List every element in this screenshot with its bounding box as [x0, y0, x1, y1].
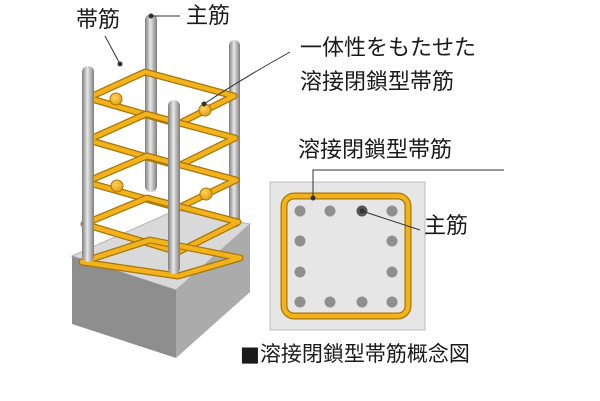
section-bar	[386, 296, 398, 308]
hoop-leader	[104, 35, 121, 65]
section-bar-leader	[361, 210, 421, 231]
weld-leader	[203, 51, 291, 105]
section-diagram	[269, 169, 504, 331]
weld-point	[199, 187, 213, 201]
caption: ■溶接閉鎖型帯筋概念図	[240, 344, 470, 365]
hoop	[79, 237, 243, 279]
section-bar	[294, 205, 306, 217]
weld-point	[110, 179, 124, 193]
section-bar	[294, 266, 306, 278]
unified-hoop-label-line1: 一体性をもたせた	[300, 36, 477, 61]
section-bar	[294, 296, 306, 308]
weld-point	[109, 92, 123, 106]
section-main-bar-label: 主筋	[424, 214, 469, 239]
main-bar	[82, 66, 94, 262]
section-bar	[386, 205, 398, 217]
section-bar	[386, 235, 398, 247]
section-title: 溶接閉鎖型帯筋	[298, 138, 453, 163]
section-hoop-leader	[312, 169, 504, 198]
section-bar	[324, 205, 336, 217]
main-bars-front	[82, 66, 180, 274]
unified-hoop-label-line2: 溶接閉鎖型帯筋	[300, 70, 455, 95]
section-outline	[269, 181, 426, 331]
section-bar	[386, 266, 398, 278]
section-leaders	[310, 169, 504, 231]
main-bar	[145, 14, 157, 192]
leader-lines	[104, 13, 291, 107]
hoop-label: 帯筋	[76, 8, 121, 33]
section-bar	[324, 296, 336, 308]
concrete-base-left	[72, 256, 176, 358]
section-bar	[356, 296, 368, 308]
section-hoop	[281, 193, 411, 319]
main-bar	[168, 100, 180, 274]
section-bar-leader-dot	[359, 208, 365, 214]
section-bar	[294, 235, 306, 247]
caption-marker: ■	[240, 342, 260, 366]
main-bar-label: 主筋	[186, 4, 231, 29]
section-hoop-leader-dot	[310, 195, 316, 201]
weld-leader-dot	[201, 101, 207, 107]
main-bar-leader-dot	[148, 13, 154, 19]
hoop-leader-dot	[117, 61, 123, 67]
caption-text: 溶接閉鎖型帯筋概念図	[259, 342, 470, 366]
hoops	[78, 68, 244, 280]
